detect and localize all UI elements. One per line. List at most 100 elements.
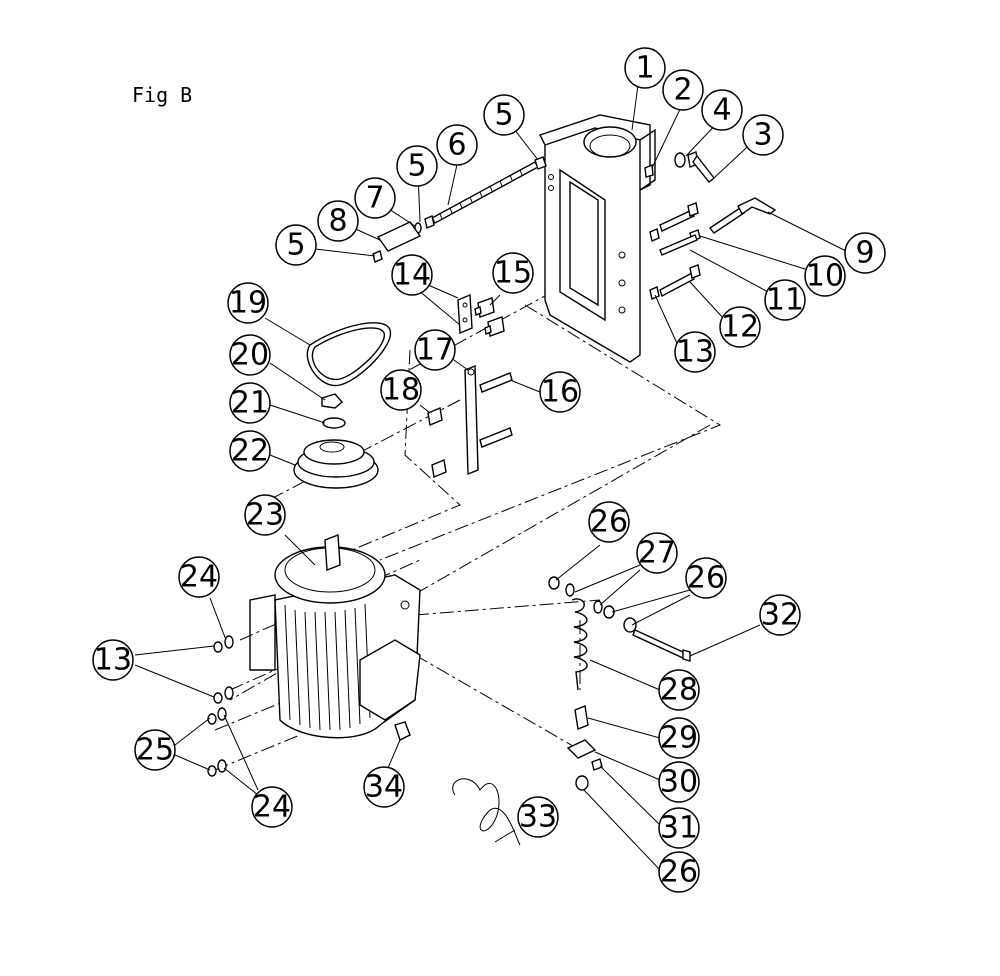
callout-15: 15 [492,252,534,294]
callout-4: 4 [701,89,743,131]
callout-11: 11 [764,279,806,321]
callout-21: 21 [229,382,271,424]
callout-label: 23 [246,498,284,533]
callout-32: 32 [759,594,801,636]
callout-label: 11 [766,283,804,318]
callout-label: 28 [660,673,698,708]
callout-label: 31 [660,811,698,846]
callout-25: 25 [134,729,176,771]
callout-label: 24 [180,560,218,595]
part-21-washer [322,417,346,429]
callout-19: 19 [227,282,269,324]
part-1-motor-bracket [539,114,656,363]
callout-label: 12 [721,310,759,345]
callout-label: 33 [519,800,557,835]
callout-label: 26 [660,855,698,890]
part-20-nut [321,393,343,409]
callout-label: 5 [407,149,426,184]
callout-24: 24 [251,786,293,828]
part-5-nut-lower [372,250,383,263]
callout-2: 2 [662,69,704,111]
callout-26: 26 [685,557,727,599]
callout-26: 26 [588,501,630,543]
part-33-wire [452,778,521,846]
part-17-post [464,364,479,476]
callout-16: 16 [539,371,581,413]
part-18-spacers [427,407,447,478]
part-14-bracket [457,293,473,335]
callout-23: 23 [244,494,286,536]
callout-5: 5 [483,94,525,136]
part-28-spring [571,598,588,691]
callout-label: 1 [635,51,654,86]
callout-34: 34 [363,766,405,808]
callout-label: 22 [231,434,269,469]
callout-29: 29 [658,717,700,759]
callout-label: 19 [229,286,267,321]
part-bolt-upper-row [649,202,699,242]
callout-label: 6 [447,128,466,163]
callout-17: 17 [414,329,456,371]
callout-20: 20 [229,334,271,376]
callout-label: 20 [231,338,269,373]
part-15-bolts [474,297,505,337]
part-4-washer [674,152,686,168]
callout-label: 32 [761,598,799,633]
callout-label: 5 [286,228,305,263]
callout-33: 33 [517,796,559,838]
callout-label: 26 [590,505,628,540]
callout-label: 15 [494,256,532,291]
part-3-bolt [687,151,715,183]
figure-title: Fig B [132,83,193,107]
callout-label: 5 [494,98,513,133]
callout-label: 10 [806,259,844,294]
callout-label: 29 [660,721,698,756]
callout-27: 27 [636,532,678,574]
callout-label: 8 [328,204,347,239]
callout-14: 14 [391,254,433,296]
callout-5: 5 [275,224,317,266]
callout-label: 3 [753,118,772,153]
callout-1: 1 [624,47,666,89]
part-12-bolt [659,264,701,298]
callout-label: 13 [94,643,132,678]
callout-label: 34 [365,770,403,805]
part-23-motor [249,534,421,739]
callout-13: 13 [92,639,134,681]
part-31-screw [591,758,603,771]
part-2-set-screw [644,163,654,178]
callout-10: 10 [804,255,846,297]
part-5-nut-middle [424,215,435,229]
callout-28: 28 [658,669,700,711]
part-26-27-nuts-washers [548,576,637,791]
part-8-plate [376,221,422,252]
callout-12: 12 [719,306,761,348]
callout-label: 2 [673,73,692,108]
callout-30: 30 [658,761,700,803]
callout-22: 22 [229,430,271,472]
callout-5: 5 [396,145,438,187]
callout-6: 6 [436,124,478,166]
part-13-24-25-fasteners [207,635,234,777]
part-9-locking-handle [708,197,777,234]
part-30-clamp [566,739,597,759]
callout-9: 9 [844,232,886,274]
part-19-v-belt [306,322,392,387]
part-16-bolts [479,372,513,448]
callout-8: 8 [317,200,359,242]
callout-label: 17 [416,333,454,368]
callout-31: 31 [658,807,700,849]
part-13-nut-upper [649,286,660,300]
part-11-threaded-stud [659,234,698,256]
callout-label: 25 [136,733,174,768]
callout-24: 24 [178,556,220,598]
callout-label: 24 [253,790,291,825]
callout-7: 7 [354,177,396,219]
leader-lines [134,84,851,871]
callout-3: 3 [742,114,784,156]
part-22-pulley [293,439,379,489]
part-29-adjuster [574,705,589,730]
callout-label: 16 [541,375,579,410]
callout-label: 4 [712,93,731,128]
